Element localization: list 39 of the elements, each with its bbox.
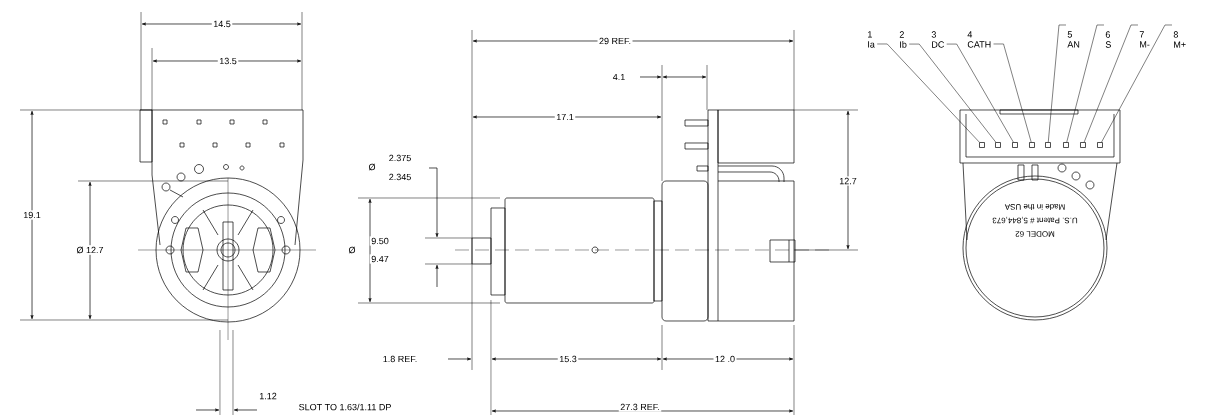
- leader-line: [908, 43, 996, 143]
- dimension-label: 9.50: [369, 236, 391, 246]
- dimension-label: Ø: [347, 245, 357, 255]
- pin-label: 1 Ia: [868, 31, 875, 48]
- leader-line: [1066, 24, 1105, 143]
- pin-label: 6 S: [1105, 31, 1111, 48]
- dimension-label: 1.12: [257, 391, 279, 401]
- dimension-label: 12.7: [837, 176, 859, 186]
- dimension-label: 17.1: [554, 112, 576, 122]
- dimension-label: 14.5: [211, 19, 233, 29]
- leader-line: [946, 43, 1014, 143]
- leader-line: [1083, 24, 1139, 143]
- dimension-label: 2.345: [387, 172, 413, 182]
- leader-line: [1048, 24, 1067, 143]
- dimension-label: 15.3: [557, 354, 579, 364]
- marking-text: Made in the USA: [1004, 204, 1065, 210]
- dimension-label: Ø: [367, 162, 377, 172]
- dimension-label: 9.47: [369, 254, 391, 264]
- dimension-label: 2.375: [387, 153, 413, 163]
- leader-line: [1101, 24, 1173, 143]
- pin-label: 8 M+: [1173, 31, 1186, 48]
- dimension-label: 27.3 REF.: [618, 402, 662, 412]
- dimension-label: 19.1: [21, 210, 43, 220]
- leader-line: [876, 43, 980, 143]
- pin-label: 2 Ib: [899, 31, 907, 48]
- pin-label: 5 AN: [1067, 31, 1080, 48]
- dimension-label: 13.5: [217, 56, 239, 66]
- dimension-label: 29 REF.: [597, 36, 633, 46]
- marking-text: U.S. Patent # 5,844,673: [992, 216, 1078, 224]
- marking-text: MODEL 62: [1015, 231, 1055, 237]
- leader-line: [993, 43, 1032, 143]
- dimension-label: 12 .0: [713, 354, 737, 364]
- pin-label: 7 M-: [1139, 31, 1150, 48]
- dimension-label: Ø 12.7: [75, 245, 106, 255]
- dimension-label: 1.8 REF.: [381, 354, 419, 364]
- pin-label: 4 CATH: [967, 31, 991, 48]
- dimension-label: 4.1: [611, 72, 627, 82]
- dimension-label: SLOT TO 1.63/1.11 DP: [297, 402, 393, 412]
- pin-label: 3 DC: [931, 31, 944, 48]
